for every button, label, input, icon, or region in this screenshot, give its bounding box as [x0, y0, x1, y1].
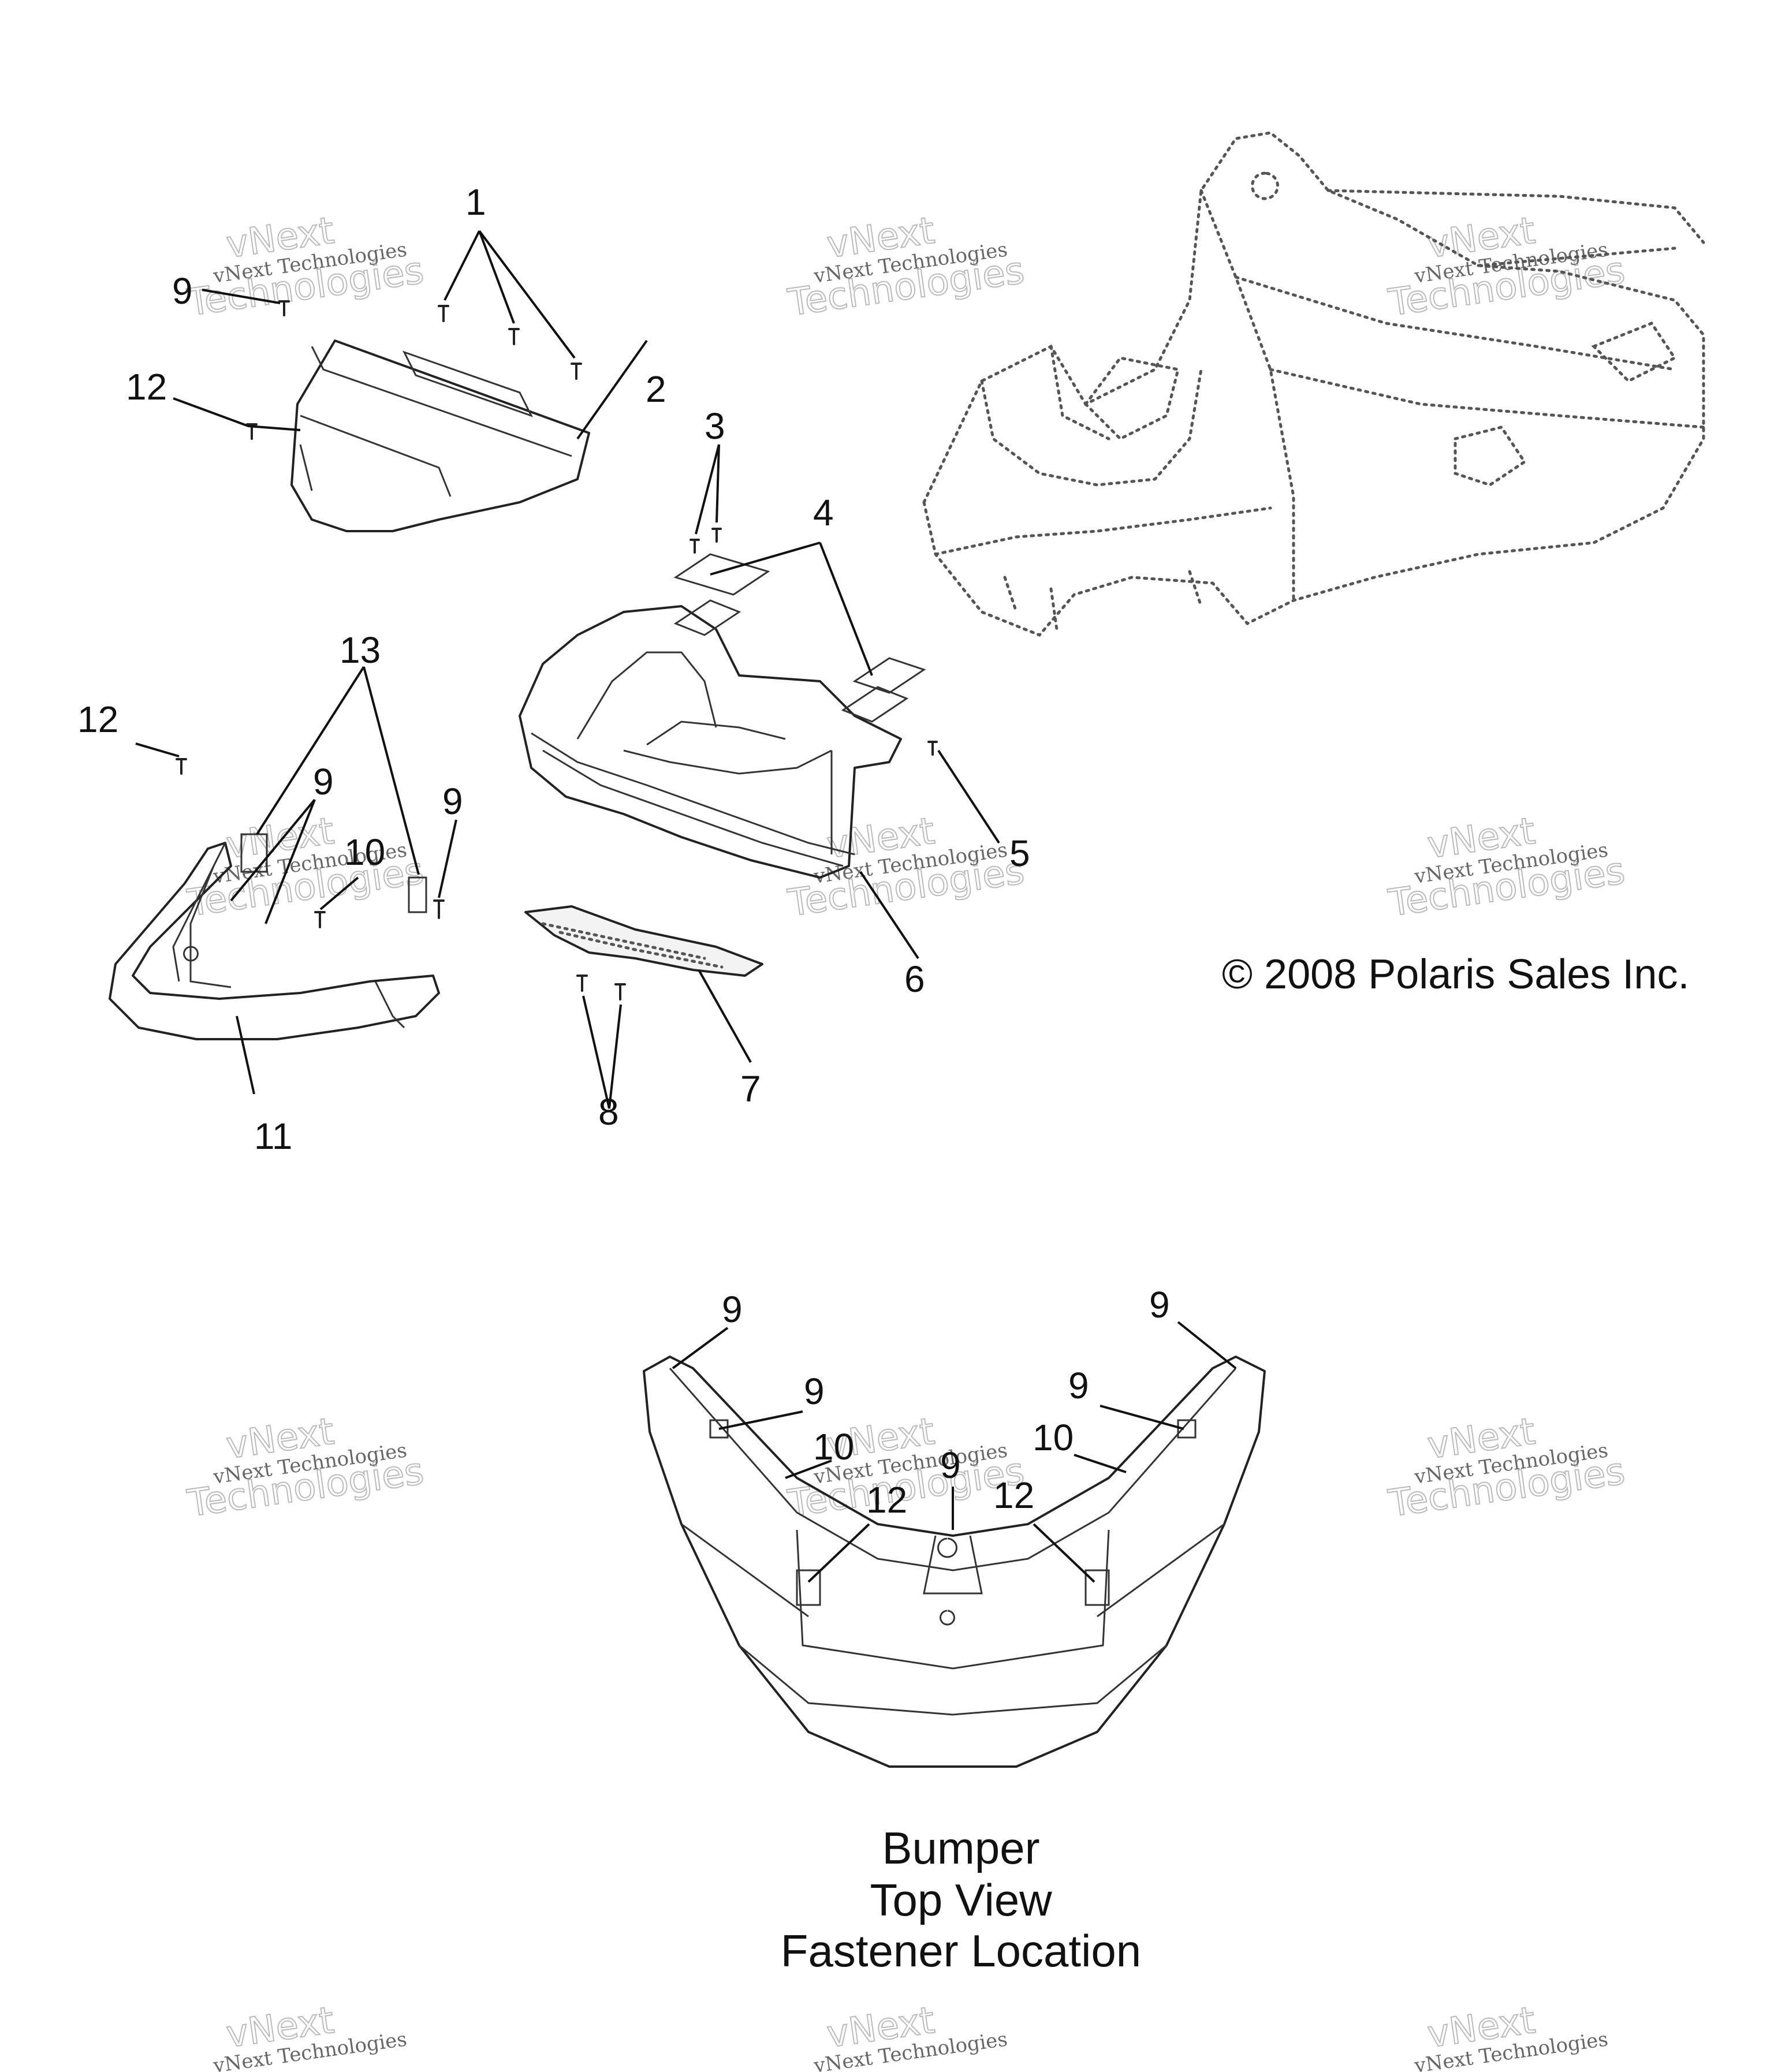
watermark: vNext vNext Technologies: [211, 1999, 408, 2072]
nose-pan-part-6: [519, 605, 902, 879]
decal-part-4: [673, 553, 926, 723]
callout-9: 9: [804, 1371, 825, 1412]
callout-12: 12: [77, 699, 118, 740]
watermark: vNext Technologies vNext Technologies: [1385, 1410, 1628, 1526]
callout-9: 9: [313, 761, 334, 802]
grille-part-7: [524, 905, 763, 977]
callout-10: 10: [1033, 1417, 1074, 1458]
watermarks: vNext Technologies vNext Technologies vN…: [184, 209, 1628, 2072]
fasteners: [176, 300, 938, 1000]
callout-9: 9: [722, 1289, 743, 1330]
view-caption: Bumper Top View Fastener Location: [781, 1823, 1141, 1976]
caption-line-1: Bumper: [882, 1823, 1039, 1873]
watermark: vNext vNext Technologies: [812, 1999, 1009, 2072]
callout-6: 6: [904, 958, 925, 1000]
callout-4: 4: [813, 492, 834, 533]
callout-8: 8: [598, 1091, 619, 1133]
watermark: vNext Technologies vNext Technologies: [184, 809, 427, 926]
callout-9: 9: [940, 1444, 961, 1486]
callout-1: 1: [465, 181, 486, 223]
caption-line-2: Top View: [870, 1875, 1052, 1925]
callout-3: 3: [705, 405, 725, 447]
callout-9: 9: [1149, 1284, 1170, 1326]
callout-7: 7: [740, 1068, 761, 1110]
callout-5: 5: [1009, 832, 1030, 874]
bumper-part-11: [109, 842, 440, 1040]
leader-lines: [135, 230, 1237, 1583]
caption-line-3: Fastener Location: [781, 1925, 1141, 1976]
callout-2: 2: [646, 368, 666, 410]
watermark: vNext Technologies vNext Technologies: [785, 809, 1027, 926]
callout-11: 11: [254, 1115, 292, 1157]
fastener-part-1: [571, 363, 582, 380]
callout-labels: 1 2 3 4 5 6 7 8 9 12 12 13 9 10 9 11 9 9…: [77, 181, 1170, 1521]
plate-part-2: [290, 339, 590, 532]
watermark: vNext Technologies vNext Technologies: [184, 1410, 427, 1526]
chassis-frame-drawing: [922, 131, 1705, 637]
callout-12: 12: [866, 1479, 907, 1521]
callout-9: 9: [1068, 1365, 1089, 1406]
copyright-notice: © 2008 Polaris Sales Inc.: [1222, 951, 1689, 998]
callout-10: 10: [344, 831, 385, 873]
callout-9: 9: [172, 270, 193, 312]
callout-12: 12: [993, 1474, 1034, 1516]
bumper-top-view-drawing: [643, 1356, 1266, 1768]
watermark: vNext Technologies vNext Technologies: [184, 209, 427, 326]
fastener-part-1: [438, 305, 449, 322]
callout-9: 9: [442, 781, 463, 822]
watermark: vNext Technologies vNext Technologies: [1385, 209, 1628, 326]
callout-12: 12: [126, 366, 167, 408]
callout-13: 13: [340, 629, 381, 671]
fastener-part-1: [508, 328, 520, 345]
watermark: vNext vNext Technologies: [1413, 1999, 1609, 2072]
watermark: vNext Technologies vNext Technologies: [785, 209, 1027, 326]
watermark: vNext Technologies vNext Technologies: [1385, 809, 1628, 926]
callout-10: 10: [813, 1426, 854, 1468]
